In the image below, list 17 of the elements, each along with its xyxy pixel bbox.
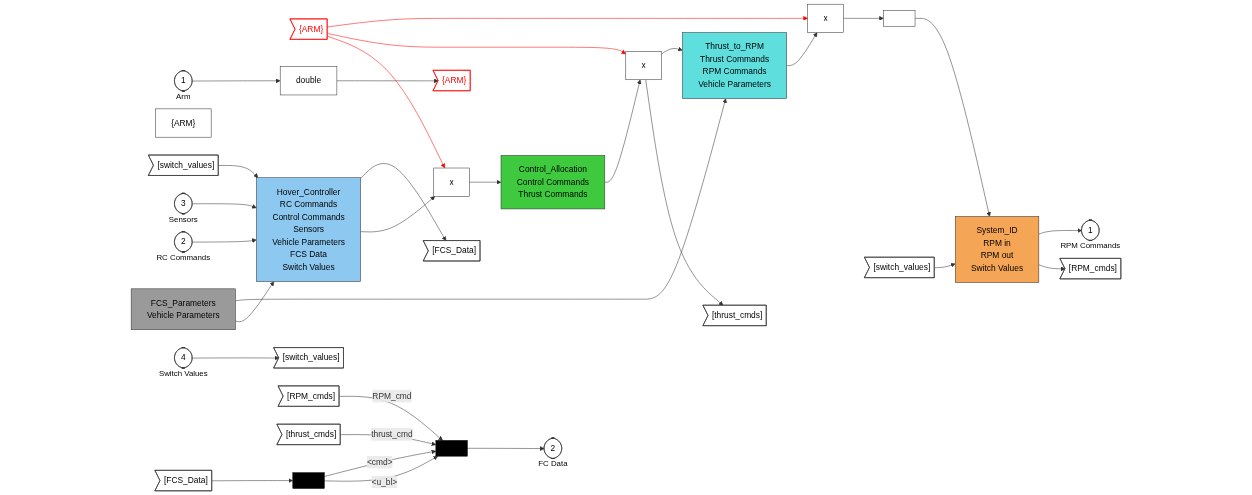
node-box: FCS_Parameters Vehicle Parameters [130, 288, 236, 330]
node-bar [292, 472, 325, 489]
node-box: {ARM} [155, 108, 212, 138]
node-box: Hover_Controller RC Commands Control Commands Sensors Vehicle Parameters FCS Data Switch Values [256, 177, 361, 282]
node-box: x [433, 167, 470, 197]
node-box [883, 10, 916, 27]
node-box: x [807, 3, 844, 33]
node-box: x [625, 51, 662, 80]
edge-label: <u_bl> [371, 477, 398, 487]
node-box: double [279, 66, 338, 96]
node-box: Thrust_to_RPM Thrust Commands RPM Commands Vehicle Parameters [682, 32, 787, 99]
edge-label: thrust_cmd [371, 429, 413, 439]
node-bar [435, 440, 468, 457]
edge-label: RPM_cmd [372, 391, 412, 401]
edge-label: <cmd> [366, 457, 393, 467]
node-box: System_ID RPM in RPM out Switch Values [955, 216, 1040, 283]
node-box: Control_Allocation Control Commands Thrust Commands [500, 155, 606, 210]
